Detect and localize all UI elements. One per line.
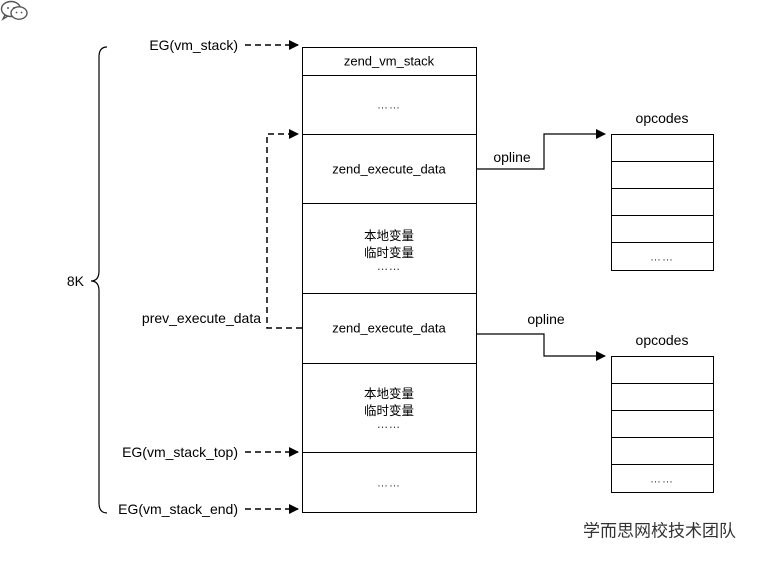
locals-temps-block-2: 本地变量 临时变量 ……: [364, 385, 414, 431]
opcodes-table-outline: [611, 134, 714, 271]
execute-data-block-2: zend_execute_data: [332, 320, 446, 336]
local-vars-label: 本地变量: [363, 386, 415, 401]
opcodes-table-2: [611, 356, 714, 493]
opcodes-ellipsis-1: ……: [650, 251, 674, 264]
local-vars-label: 本地变量: [363, 228, 415, 243]
opcodes-title-1: opcodes: [635, 110, 689, 126]
locals-ellipsis: ……: [376, 418, 401, 431]
vm-stack-column: [302, 47, 477, 513]
opline-arrow-2: [477, 333, 606, 361]
opline-arrow-1: [477, 129, 606, 170]
vm-stack-end-pointer-label: EG(vm_stack_end): [118, 501, 238, 517]
stack-block-ellipsis: ……: [377, 477, 401, 490]
opline-label-2: opline: [527, 311, 565, 327]
temp-vars-label: 临时变量: [363, 403, 415, 418]
temp-vars-label: 临时变量: [363, 245, 415, 260]
stack-size-label: 8K: [66, 273, 84, 289]
vm-stack-pointer-label: EG(vm_stack): [149, 37, 238, 53]
prev-execute-data-label: prev_execute_data: [141, 310, 261, 326]
opcodes-table-outline: [611, 356, 714, 493]
size-brace: [90, 46, 108, 514]
wechat-icon: [0, 0, 28, 21]
opcodes-title-2: opcodes: [635, 332, 689, 348]
vm-stack-header: zend_vm_stack: [343, 53, 435, 69]
opline-label-1: opline: [493, 149, 531, 165]
execute-data-block-1: zend_execute_data: [332, 161, 446, 177]
prev-execute-data-arrow: [266, 129, 302, 329]
vm-stack-top-pointer-label: EG(vm_stack_top): [122, 444, 238, 460]
stack-block-ellipsis: ……: [377, 99, 401, 112]
locals-temps-block-1: 本地变量 临时变量 ……: [364, 227, 414, 273]
watermark-text: 学而思网校技术团队: [583, 521, 736, 542]
opcodes-table-1: [611, 134, 714, 271]
locals-ellipsis: ……: [376, 260, 401, 273]
opcodes-ellipsis-2: ……: [650, 473, 674, 486]
vm-stack-outline: [302, 47, 477, 513]
